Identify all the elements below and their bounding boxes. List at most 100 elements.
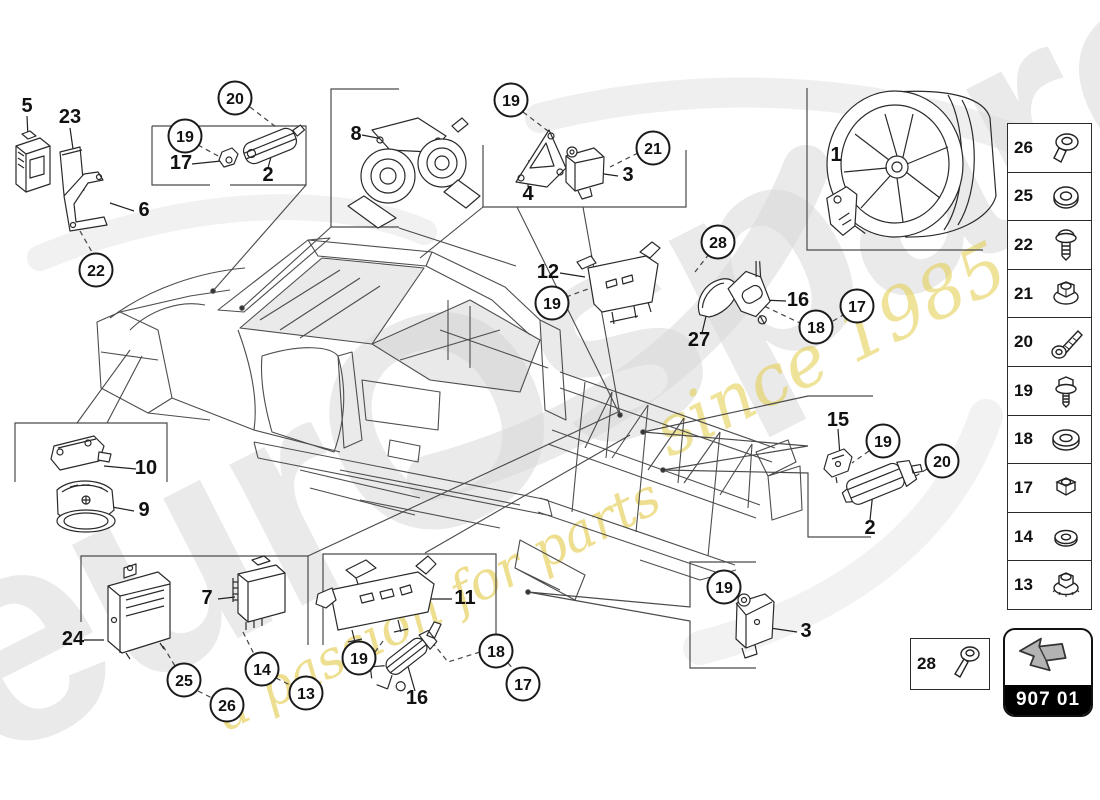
part-5-control-unit[interactable] [15,130,51,193]
part-1-tpms-sensor[interactable] [822,185,867,242]
part-15-bracket[interactable] [823,448,853,484]
legend-row-13[interactable]: 13 [1008,561,1091,609]
callout-circle-17[interactable]: 17 [505,666,541,702]
part-label-5[interactable]: 5 [21,95,32,117]
part-label-6[interactable]: 6 [138,199,149,221]
legend-row-18[interactable]: 18 [1008,416,1091,465]
callout-circle-25[interactable]: 25 [166,662,202,698]
callout-circle-26[interactable]: 26 [209,687,245,723]
callout-circle-17[interactable]: 17 [839,288,875,324]
svg-text:19: 19 [350,651,368,668]
part-label-8[interactable]: 8 [350,123,361,145]
svg-text:20: 20 [933,454,951,471]
callout-circle-19[interactable]: 19 [706,569,742,605]
callout-circle-19[interactable]: 19 [534,285,570,321]
lock-nut-icon [1052,572,1079,598]
part-label-17[interactable]: 17 [170,152,192,174]
part-label-3[interactable]: 3 [622,164,633,186]
part-2-antenna[interactable] [241,122,310,167]
flange-bolt-icon [1054,376,1077,408]
part-3-sensor[interactable] [565,146,605,200]
legend-row-22[interactable]: 22 [1008,221,1091,270]
callout-circle-19[interactable]: 19 [865,423,901,459]
long-bolt-icon [1050,330,1083,359]
svg-text:18: 18 [487,644,505,661]
part-label-9[interactable]: 9 [138,499,149,521]
legend-row-26[interactable]: 26 [1008,124,1091,173]
callout-circle-28[interactable]: 28 [700,224,736,260]
label-leader-lines [26,115,874,692]
svg-text:26: 26 [218,698,236,715]
legend-row-25[interactable]: 25 [1008,173,1091,222]
part-16-sensor-bottom[interactable] [366,616,459,701]
legend-number: 17 [1014,477,1033,497]
part-label-2[interactable]: 2 [864,517,875,539]
callout-circle-18[interactable]: 18 [478,633,514,669]
part-label-4[interactable]: 4 [522,183,534,205]
callout-circle-14[interactable]: 14 [244,651,280,687]
legend-box-28[interactable]: 28 [910,638,990,690]
part-label-10[interactable]: 10 [135,457,157,479]
callout-circle-21[interactable]: 21 [635,130,671,166]
part-27-cover[interactable] [689,272,744,323]
legend-row-17[interactable]: 17 [1008,464,1091,513]
part-17-clamp[interactable] [218,147,239,168]
callout-circle-18[interactable]: 18 [798,309,834,345]
part-label-7[interactable]: 7 [201,587,212,609]
part-16-sensor-mid[interactable] [723,260,788,332]
part-9-siren[interactable] [56,480,116,533]
legend-row-21[interactable]: 21 [1008,270,1091,319]
svg-text:20: 20 [226,91,244,108]
callout-circle-19[interactable]: 19 [167,118,203,154]
legend-row-14[interactable]: 14 [1008,513,1091,562]
hex-nut-icon [1054,477,1077,496]
callout-circle-19[interactable]: 19 [341,640,377,676]
flat-washer-icon [1053,529,1078,547]
button-screw-icon [1052,133,1079,163]
legend-number: 25 [1014,186,1033,206]
callout-circle-19[interactable]: 19 [493,82,529,118]
part-12-bracket[interactable] [576,241,661,325]
part-7-relay[interactable] [232,555,286,630]
legend-number: 19 [1014,380,1033,400]
part-8-horns[interactable] [347,117,481,229]
legend-row-20[interactable]: 20 [1008,318,1091,367]
part-4-bracket[interactable] [515,129,567,188]
part-label-1[interactable]: 1 [830,144,841,166]
part-3-sensor-bottom[interactable] [735,593,775,659]
svg-text:19: 19 [874,434,892,451]
fastener-legend: 26 25 22 21 20 19 18 17 14 13 [1007,123,1092,610]
part-label-15[interactable]: 15 [827,409,849,431]
part-10-bracket[interactable] [50,435,112,471]
part-11-bracket[interactable] [315,555,437,643]
svg-text:25: 25 [175,673,193,690]
part-label-27[interactable]: 27 [688,329,710,351]
part-2-antenna-right[interactable] [839,453,926,509]
part-6-bracket[interactable] [63,171,108,232]
part-24-control-unit[interactable] [107,563,171,660]
callout-circle-20[interactable]: 20 [217,80,253,116]
part-label-23[interactable]: 23 [59,106,81,128]
svg-text:22: 22 [87,263,105,280]
round-screw-icon [954,645,980,678]
part-label-2[interactable]: 2 [262,164,273,186]
part-label-16[interactable]: 16 [406,687,428,709]
back-arrow-icon [1005,630,1091,685]
callout-circle-22[interactable]: 22 [78,252,114,288]
part-label-12[interactable]: 12 [537,261,559,283]
part-label-16[interactable]: 16 [787,289,809,311]
part-label-11[interactable]: 11 [454,587,475,609]
part-label-3[interactable]: 3 [800,620,811,642]
callout-circle-13[interactable]: 13 [288,675,324,711]
chassis-drawing [96,237,803,601]
part-label-24[interactable]: 24 [62,628,85,650]
group-nav-box[interactable]: 907 01 [1003,628,1093,717]
legend-row-19[interactable]: 19 [1008,367,1091,416]
legend-number: 22 [1014,234,1033,254]
callout-circle-20[interactable]: 20 [924,443,960,479]
wheel-rim-drawing[interactable] [826,90,997,238]
group-code: 907 01 [1005,685,1091,715]
svg-text:28: 28 [709,235,727,252]
